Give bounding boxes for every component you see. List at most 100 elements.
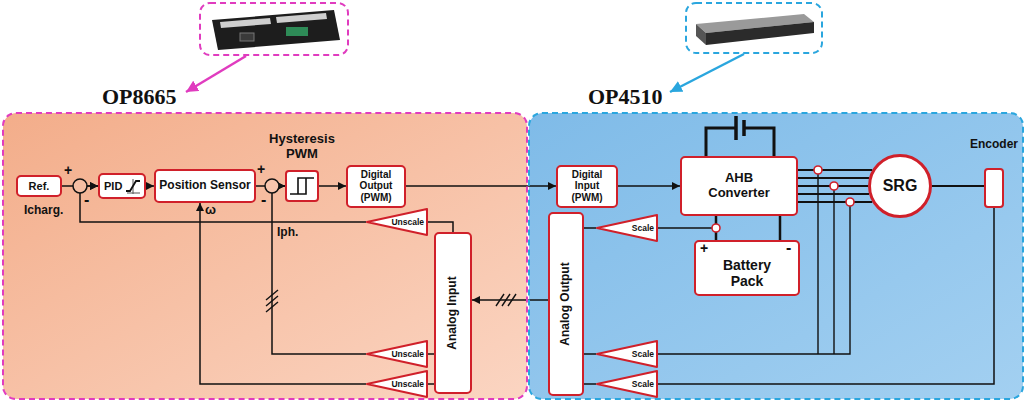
axis-line [127, 179, 140, 194]
saturation-curve [126, 181, 140, 191]
device-photo [696, 24, 706, 45]
dc-link-wire [706, 128, 774, 156]
node-text: Unscale [391, 350, 424, 359]
drawing-part [266, 296, 278, 306]
block-outline [984, 168, 1004, 208]
node-text: Digital Output (PWM) [352, 169, 400, 204]
photo-frame [200, 3, 348, 55]
board-chip [286, 27, 308, 36]
signal-label: + [64, 163, 72, 178]
node-text: Analog Output [559, 262, 573, 345]
photo-frame [686, 3, 822, 53]
signal-line [932, 185, 984, 187]
saturation-symbol [125, 177, 141, 195]
signal-line [472, 299, 548, 301]
node-text: Scale [632, 350, 654, 359]
block-box: AHB Converter [680, 156, 798, 216]
board-connector [220, 18, 271, 28]
signal-line [406, 185, 556, 187]
signal-label: + [257, 162, 265, 177]
signal-line [584, 353, 596, 355]
drawing-part [266, 290, 278, 300]
summing-junction [73, 179, 87, 193]
node-text: Hysteresis PWM [265, 132, 339, 162]
node-text: AHB Converter [699, 171, 779, 201]
node-text: Encoder [965, 138, 1023, 152]
node-text: Scale [632, 380, 654, 389]
capacitor-symbol [742, 120, 746, 136]
board-connector [276, 13, 327, 23]
signal-label: Iph. [277, 226, 298, 239]
block-box: Hysteresis PWM [265, 132, 339, 202]
triangle-shape [367, 371, 427, 397]
drawing-part [508, 294, 516, 306]
drawing-part [798, 193, 869, 195]
block-box: Encoder [965, 138, 1023, 208]
device-photo [706, 22, 814, 45]
triangle-shape [367, 341, 427, 367]
signal-label: - [84, 191, 89, 209]
block-box: PID [98, 173, 146, 199]
drawing-part [798, 201, 872, 203]
block-box: Position Sensor [154, 169, 256, 203]
pointer-arrow [670, 54, 744, 92]
triangle-shape [597, 341, 657, 367]
triangle-shape [597, 215, 657, 241]
block-box: Battery Pack [694, 240, 800, 296]
node-text: OP4510 [588, 84, 663, 109]
region-fill [529, 113, 1023, 399]
signal-line [256, 185, 285, 187]
signal-line [62, 185, 98, 187]
signal-line [272, 186, 366, 354]
gain-triangle: Scale [596, 340, 658, 368]
drawing-part [496, 294, 504, 306]
io-box: Analog Input [434, 232, 472, 394]
triangle-shape [367, 209, 427, 235]
drawing-part [798, 169, 872, 171]
signal-line [319, 185, 346, 187]
summing-junction [265, 179, 279, 193]
block-outline [285, 170, 319, 202]
hardware-region: OP4510Digital Input (PWM)AHB ConverterSR… [528, 112, 1024, 400]
signal-line [618, 185, 680, 187]
bus-mark [266, 290, 516, 312]
gain-triangle: Scale [596, 214, 658, 242]
signal-label: + [700, 241, 708, 256]
io-box: Analog Output [548, 212, 584, 396]
drawing-part [830, 182, 838, 190]
phase-wire [798, 170, 872, 202]
signal-label: - [261, 191, 266, 209]
drawing-part [266, 302, 278, 312]
pointer-arrow [186, 56, 246, 92]
signal-label: ω [205, 203, 216, 217]
battery-wire [779, 216, 782, 240]
gain-triangle: Unscale [366, 208, 428, 236]
node-text: Scale [632, 224, 654, 233]
node-text: Ref. [29, 180, 50, 193]
block-box: Digital Output (PWM) [346, 165, 406, 208]
node-text: PID [104, 180, 118, 193]
hysteresis-loop [290, 178, 314, 194]
signal-line [584, 383, 596, 385]
node-text: Position Sensor [159, 179, 250, 193]
capacitor-symbol [734, 116, 738, 140]
drawing-part [798, 177, 869, 179]
hysteresis-symbol [287, 172, 317, 200]
drawing-part [846, 198, 854, 206]
triangle-shape [597, 371, 657, 397]
gain-triangle: Scale [596, 370, 658, 398]
signal-line [200, 203, 366, 384]
board-chip [240, 33, 254, 41]
signal-line [658, 208, 994, 384]
drawing-part [712, 224, 720, 232]
node-text: Unscale [391, 218, 424, 227]
node-text: Analog Input [446, 276, 460, 349]
block-box: Digital Input (PWM) [556, 165, 618, 208]
device-photo [696, 14, 814, 33]
drawing-part [502, 294, 510, 306]
node-text: Digital Input (PWM) [562, 169, 612, 204]
block-box: Ref. [16, 175, 62, 197]
sensor-wire [658, 227, 712, 228]
gain-triangle: Unscale [366, 370, 428, 398]
